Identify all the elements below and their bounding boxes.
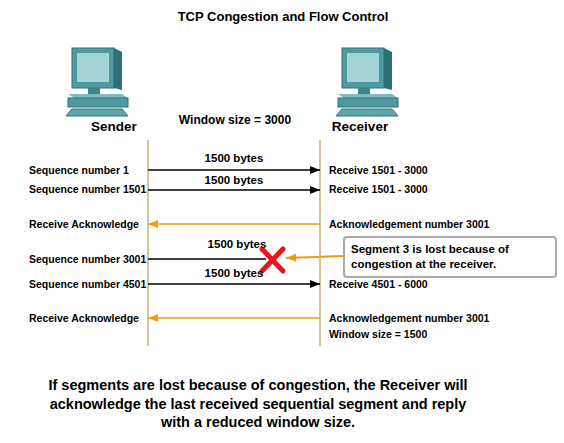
segment-arrow: [148, 189, 320, 191]
edge-label: 1500 bytes: [205, 173, 264, 187]
timeline-note: Acknowledgement number 3001: [329, 217, 489, 231]
node-text: Segment 3 is lost because of congestion …: [351, 242, 549, 272]
loss-mark: [262, 249, 283, 271]
timeline-note: Sequence number 1501: [29, 182, 146, 196]
node-text: Receiver: [320, 119, 400, 135]
sender-timeline: [147, 140, 149, 346]
timeline-note: Receive 1501 - 3000: [329, 182, 428, 196]
receiver-computer: [336, 48, 398, 116]
callout-leader: [286, 256, 343, 258]
segment-arrow: [148, 283, 320, 285]
diagram-title: TCP Congestion and Flow Control: [178, 9, 389, 25]
node-text: Sender: [80, 119, 148, 135]
edge-label: 1500 bytes: [205, 266, 264, 280]
timeline-note: Receive 4501 - 6000: [329, 277, 428, 291]
segment-arrow: [148, 169, 320, 171]
timeline-note: Receive 1501 - 3000: [329, 163, 428, 177]
timeline-note: Acknowledgement number 3001: [329, 311, 489, 325]
timeline-note: Window size = 1500: [329, 327, 427, 341]
timeline-note: Sequence number 1: [29, 163, 129, 177]
ack-arrow: [148, 317, 320, 319]
sender-computer: [66, 48, 128, 116]
timeline-note: Receive Acknowledge: [29, 311, 139, 325]
timeline-note: Window size = 3000: [179, 113, 291, 127]
timeline-note: Sequence number 4501: [29, 277, 146, 291]
lost-segment-line: [148, 258, 266, 260]
loss-mark-stroke: [262, 249, 283, 271]
segment-size: 1500 bytes: [208, 237, 267, 251]
timeline-note: Sequence number 3001: [29, 252, 146, 266]
loss-mark-stroke: [262, 249, 283, 271]
edge-label: 1500 bytes: [205, 151, 264, 165]
diagram-caption: If segments are lost because of congesti…: [42, 376, 474, 432]
ack-arrow: [148, 223, 320, 225]
callout-box: Segment 3 is lost because of congestion …: [343, 236, 557, 278]
receiver-timeline: [319, 140, 321, 346]
timeline-note: Receive Acknowledge: [29, 217, 139, 231]
